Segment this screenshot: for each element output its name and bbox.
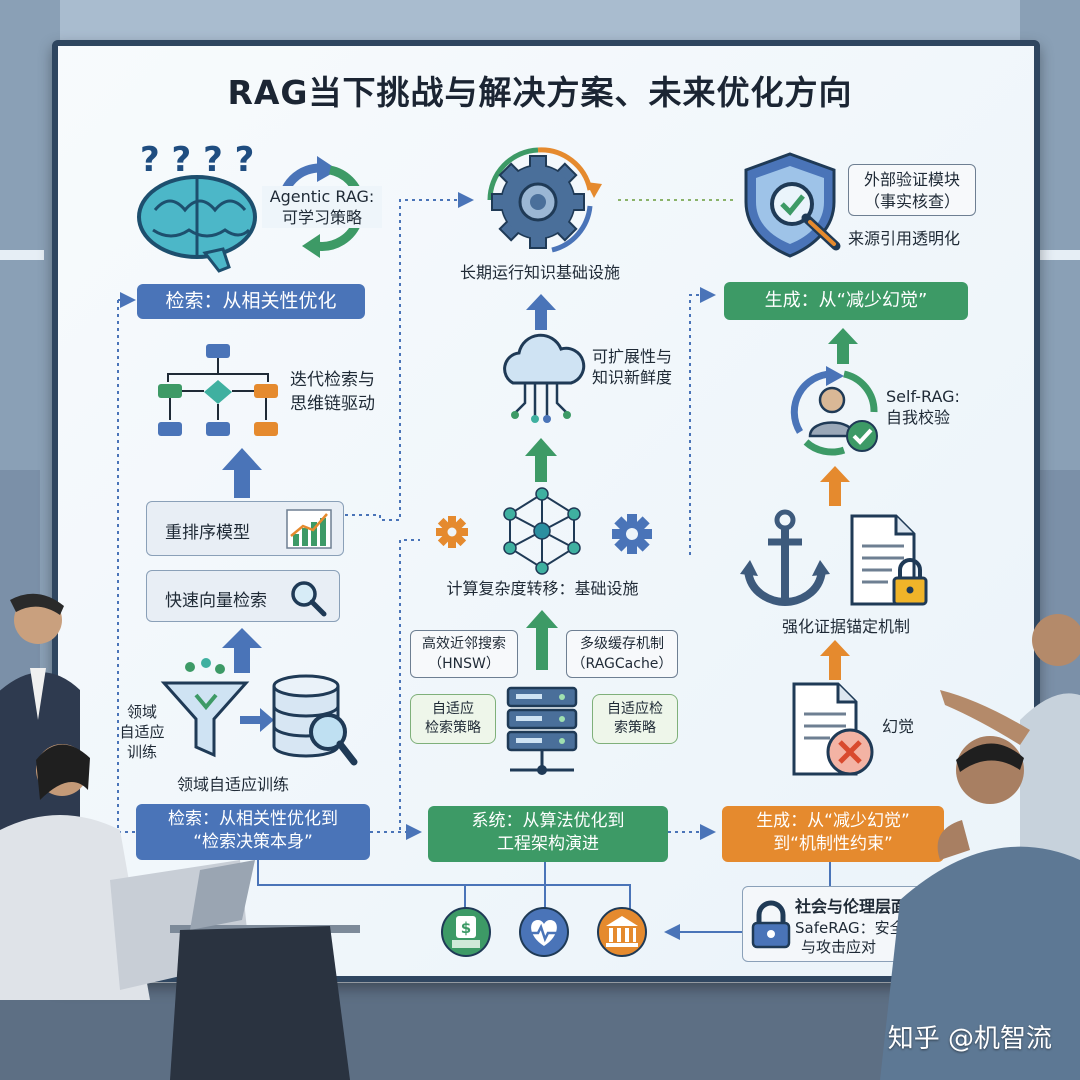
adaptive-left-line2: 检索策略 [425, 720, 481, 736]
verify-line2: （事实核查） [863, 192, 960, 211]
bottom-gen-line1: 生成：从“减少幻觉” [756, 811, 910, 831]
magnifier-icon [291, 581, 327, 617]
iterative-line1: 迭代检索与 [290, 370, 375, 390]
watermark: 知乎 @机智流 [887, 1024, 1052, 1054]
domain-adaptive-caption: 领域自适应训练 [176, 775, 289, 794]
hnsw-line1: 高效近邻搜索 [422, 636, 506, 652]
domain-side-1: 领域 [126, 703, 157, 721]
flowchart-icon [158, 344, 278, 436]
brain-icon [137, 175, 257, 273]
self-rag-label: Self-RAG: 自我校验 [886, 386, 960, 428]
bar-chart-icon [286, 509, 332, 549]
document-lock-icon [850, 514, 928, 606]
arrow-right-icon [240, 708, 274, 732]
domain-side-2: 自适应 [119, 723, 165, 741]
adaptive-right-line1: 自适应检 [607, 701, 663, 717]
lock-icon [751, 900, 791, 949]
bottom-system-box: 系统：从算法优化到 工程架构演进 [428, 806, 668, 862]
domain-side-label: 领域 自适应 训练 [106, 702, 178, 762]
scalable-label: 可扩展性与 知识新鲜度 [592, 346, 672, 388]
bottom-retrieval-box: 检索：从相关性优化到 “检索决策本身” [136, 804, 370, 860]
adaptive-strategy-left-pill: 自适应 检索策略 [410, 694, 496, 744]
domain-side-3: 训练 [126, 743, 157, 761]
shield-check-icon [744, 152, 841, 258]
funnel-icon [160, 658, 250, 758]
bottom-system-line2: 工程架构演进 [497, 834, 599, 854]
bottom-system-line1: 系统：从算法优化到 [471, 811, 625, 831]
infra-caption: 长期运行知识基础设施 [459, 263, 620, 282]
self-rag-line2: 自我校验 [886, 408, 951, 427]
fast-vector-label: 快速向量检索 [165, 591, 267, 611]
social-ethics-label: 社会与伦理层面 [795, 897, 908, 916]
hallucination-label: 幻觉 [882, 717, 915, 736]
generation-header-box: 生成：从“减少幻觉” [724, 282, 968, 320]
bottom-generation-box: 生成：从“减少幻觉” 到“机制性约束” [722, 806, 944, 862]
up-arrow-icon [222, 448, 262, 498]
ragcache-pill: 多级缓存机制 （RAGCache） [566, 630, 678, 678]
page-title: RAG当下挑战与解决方案、未来优化方向 [227, 73, 853, 112]
hnsw-pill: 高效近邻搜索 （HNSW） [410, 630, 518, 678]
external-verify-pill: 外部验证模块 （事实核查） [848, 164, 976, 216]
agentic-rag-line2: 可学习策略 [281, 208, 362, 227]
fast-vector-card: 快速向量检索 [146, 570, 340, 622]
ragcache-line1: 多级缓存机制 [580, 636, 664, 652]
ragcache-line2: （RAGCache） [571, 656, 673, 672]
saferag-line1: SafeRAG：安全 [795, 919, 905, 937]
self-check-person-icon [790, 366, 878, 456]
retrieval-header-box: 检索：从相关性优化 [137, 284, 365, 319]
iterative-retrieval-label: 迭代检索与 思维链驱动 [290, 368, 375, 416]
up-arrow-icon-orange [820, 466, 850, 506]
cloud-network-icon [503, 333, 586, 423]
institution-icon [597, 907, 647, 957]
gear-cycle-icon [487, 147, 602, 253]
agentic-rag-label: Agentic RAG: 可学习策略 [262, 186, 382, 228]
up-arrow-icon-orange-2 [820, 640, 850, 680]
bottom-gen-line2: 到“机制性约束” [773, 834, 893, 854]
svg-text:$: $ [461, 919, 471, 937]
adaptive-right-line2: 索策略 [614, 720, 656, 736]
question-marks: ? ? ? ? [140, 140, 255, 180]
up-arrow-icon-green-3 [828, 328, 858, 364]
anchor-caption: 强化证据锚定机制 [781, 617, 910, 636]
adaptive-strategy-right-pill: 自适应检 索策略 [592, 694, 678, 744]
finance-icon: $ [441, 907, 491, 957]
orange-gear-icon [436, 516, 468, 548]
blue-gear-icon [612, 514, 652, 554]
up-arrow-icon-2 [222, 628, 262, 673]
rerank-model-card: 重排序模型 [146, 501, 344, 556]
bottom-retrieval-line2: “检索决策本身” [193, 832, 313, 852]
hallucination-doc-icon [792, 682, 874, 776]
database-search-icon [272, 674, 358, 766]
up-arrow-icon-3 [526, 294, 556, 330]
saferag-label: SafeRAG：安全 与攻击应对 [795, 919, 905, 957]
up-arrow-icon-green [525, 438, 557, 482]
iterative-line2: 思维链驱动 [290, 394, 375, 414]
hnsw-line2: （HNSW） [428, 656, 500, 672]
scalable-line2: 知识新鲜度 [592, 368, 673, 387]
people-foreground [0, 593, 1080, 1080]
self-rag-line1: Self-RAG: [886, 387, 960, 406]
bottom-retrieval-line1: 检索：从相关性优化到 [168, 809, 338, 829]
network-graph-icon [503, 487, 581, 575]
complexity-caption: 计算复杂度转移：基础设施 [446, 579, 639, 598]
server-rack-icon [506, 686, 578, 775]
rerank-label: 重排序模型 [165, 523, 250, 543]
source-transparency-label: 来源引用透明化 [848, 229, 961, 248]
agentic-rag-line1: Agentic RAG: [269, 187, 375, 206]
adaptive-left-line1: 自适应 [432, 701, 474, 717]
verify-line1: 外部验证模块 [863, 170, 960, 189]
health-heart-icon [519, 907, 569, 957]
scalable-line1: 可扩展性与 [592, 347, 673, 366]
saferag-line2: 与攻击应对 [801, 938, 877, 956]
up-arrow-icon-green-2 [526, 610, 558, 670]
anchor-icon [740, 509, 830, 607]
